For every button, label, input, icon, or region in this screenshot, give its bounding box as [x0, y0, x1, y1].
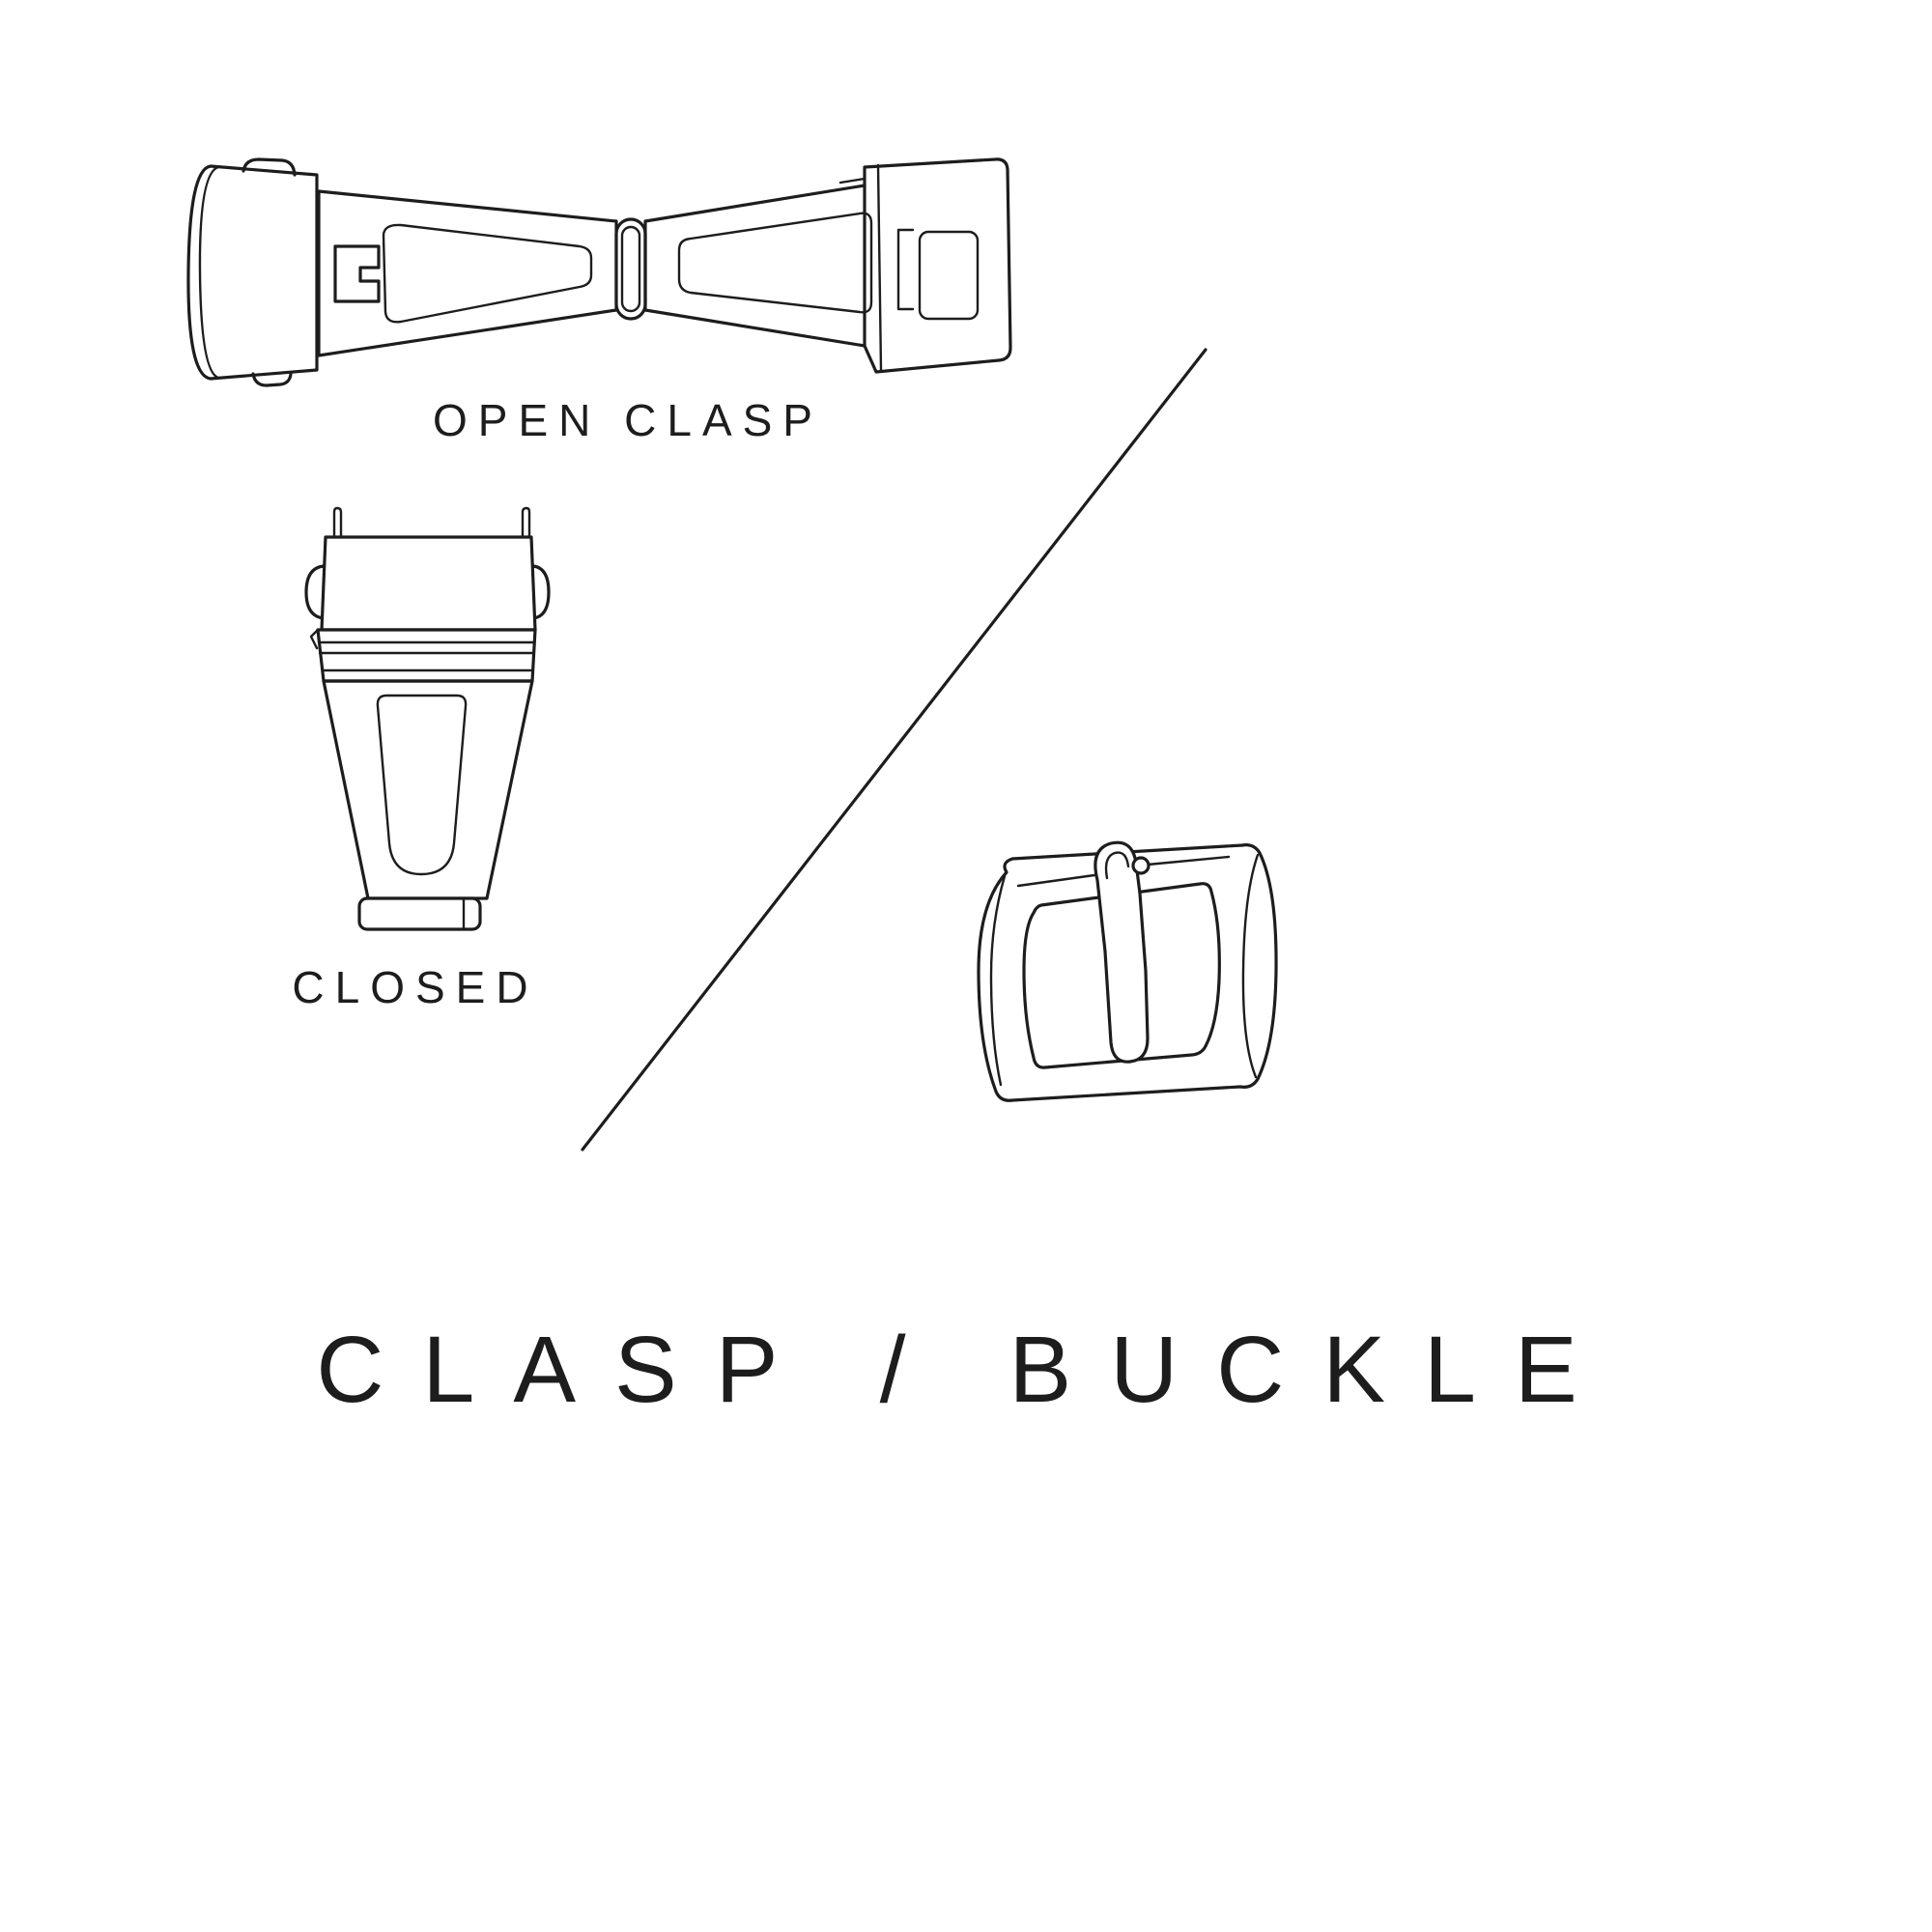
- open-clasp-illustration: [186, 157, 1012, 387]
- page-title: CLASP / BUCKLE: [316, 1317, 1616, 1422]
- open-clasp-label: OPEN CLASP: [433, 395, 823, 445]
- buckle-illustration: [977, 840, 1278, 1102]
- diagonal-divider-line: [581, 348, 1208, 1151]
- closed-clasp-illustration: [304, 506, 551, 931]
- closed-clasp-label: CLOSED: [292, 962, 539, 1012]
